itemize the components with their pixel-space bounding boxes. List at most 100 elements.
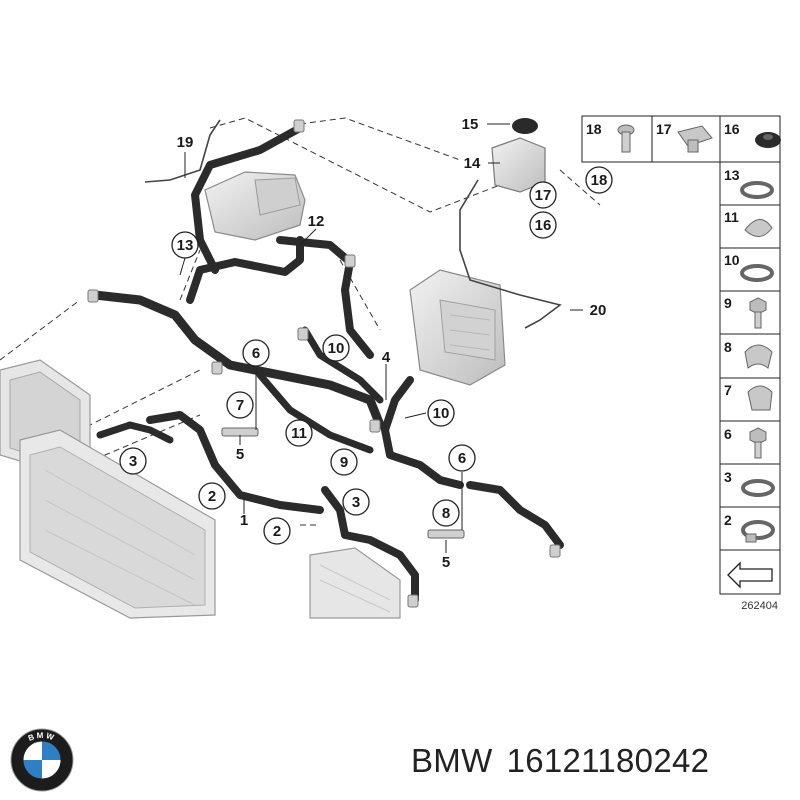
callout-4: 4 xyxy=(382,349,391,366)
panel-cell-10: 10 xyxy=(724,252,774,282)
svg-text:13: 13 xyxy=(724,167,740,183)
intercooler-upper xyxy=(204,171,306,241)
radiator-main xyxy=(19,429,216,619)
callout-5-lower: 5 xyxy=(442,554,450,571)
callouts: 19 15 14 17 16 18 12 13 20 xyxy=(119,116,613,571)
dashed-leader-lines xyxy=(0,117,601,526)
svg-text:11: 11 xyxy=(291,425,307,442)
hose-clip-icon xyxy=(744,344,773,369)
brand-name: BMW xyxy=(411,742,493,779)
screw-icon xyxy=(617,124,635,153)
svg-text:5: 5 xyxy=(442,554,450,571)
callout-13: 13 xyxy=(171,231,199,259)
svg-text:2: 2 xyxy=(273,523,281,540)
callout-2-right: 2 xyxy=(263,517,291,545)
callout-leaders xyxy=(179,123,583,553)
bmw-logo: BMW xyxy=(10,728,74,792)
callout-6-upper: 6 xyxy=(242,339,270,367)
callout-18: 18 xyxy=(585,166,613,194)
svg-text:18: 18 xyxy=(586,121,602,137)
svg-text:8: 8 xyxy=(442,505,450,522)
panel-cell-13: 13 xyxy=(724,167,774,199)
part-number: 16121180242 xyxy=(506,742,710,779)
bolt-icon xyxy=(749,427,767,459)
svg-text:5: 5 xyxy=(236,446,244,463)
hose-clamp-icon xyxy=(741,520,775,543)
svg-text:10: 10 xyxy=(433,405,450,422)
clip-nut-icon xyxy=(677,125,713,153)
radiator-bottom-right xyxy=(309,547,401,619)
callout-17: 17 xyxy=(529,181,557,209)
callout-11: 11 xyxy=(285,419,313,447)
part-caption: BMW 16121180242 xyxy=(411,742,723,780)
svg-text:13: 13 xyxy=(177,237,194,254)
svg-text:8: 8 xyxy=(724,339,732,355)
svg-text:17: 17 xyxy=(656,121,672,137)
svg-text:3: 3 xyxy=(724,469,732,485)
callout-16: 16 xyxy=(529,211,557,239)
callout-20: 20 xyxy=(590,302,607,319)
callout-7: 7 xyxy=(226,391,254,419)
panel-cell-18: 18 xyxy=(586,121,635,153)
svg-text:3: 3 xyxy=(352,494,360,511)
callout-15: 15 xyxy=(462,116,479,133)
svg-text:11: 11 xyxy=(724,209,739,225)
panel-cell-6: 6 xyxy=(724,426,767,459)
callout-10-lower: 10 xyxy=(427,399,455,427)
svg-text:10: 10 xyxy=(328,340,345,357)
svg-text:15: 15 xyxy=(462,116,479,133)
callout-8: 8 xyxy=(432,499,460,527)
callout-3-left: 3 xyxy=(119,447,147,475)
callout-12: 12 xyxy=(308,213,325,230)
panel-cell-9: 9 xyxy=(724,295,767,329)
band-clamp-icon xyxy=(740,181,774,199)
panel-cell-3: 3 xyxy=(724,469,775,497)
callout-14: 14 xyxy=(464,155,481,172)
svg-text:10: 10 xyxy=(724,252,740,268)
svg-text:6: 6 xyxy=(724,426,732,442)
callout-9: 9 xyxy=(330,448,358,476)
parts-panel: 18 17 16 xyxy=(581,115,781,612)
panel-cell-11: 11 xyxy=(724,209,773,237)
svg-text:17: 17 xyxy=(535,187,552,204)
svg-text:18: 18 xyxy=(591,172,608,189)
panel-cell-17: 17 xyxy=(656,121,713,153)
callout-3-middle: 3 xyxy=(342,488,370,516)
svg-text:6: 6 xyxy=(252,345,260,362)
svg-text:1: 1 xyxy=(240,512,248,529)
brackets xyxy=(221,427,465,539)
callout-2-left: 2 xyxy=(198,482,226,510)
callout-6-lower: 6 xyxy=(448,444,476,472)
band-clamp-icon xyxy=(740,264,774,282)
callout-10-upper: 10 xyxy=(322,334,350,362)
bleed-lines xyxy=(144,119,562,329)
svg-text:6: 6 xyxy=(458,450,466,467)
svg-text:9: 9 xyxy=(724,295,732,311)
svg-text:14: 14 xyxy=(464,155,481,172)
callout-19: 19 xyxy=(177,134,194,151)
coolant-hoses xyxy=(90,124,564,604)
svg-text:2: 2 xyxy=(724,512,732,528)
svg-text:9: 9 xyxy=(340,454,348,471)
svg-text:2: 2 xyxy=(208,488,216,505)
hose-holder-icon xyxy=(747,385,773,411)
spring-clamp-icon xyxy=(744,219,773,237)
svg-text:BMW: BMW xyxy=(27,731,57,743)
expansion-tank xyxy=(491,118,546,193)
intercooler-right xyxy=(409,269,506,386)
direction-arrow-icon xyxy=(727,561,773,589)
svg-text:19: 19 xyxy=(177,134,194,151)
bolt-icon xyxy=(749,297,767,329)
grommet-icon xyxy=(755,132,781,148)
hose-clamps xyxy=(87,119,561,608)
panel-cell-2: 2 xyxy=(724,512,775,543)
callout-1: 1 xyxy=(240,512,248,529)
panel-cell-7: 7 xyxy=(724,382,773,411)
panel-cell-arrow xyxy=(727,561,773,589)
callout-5-upper: 5 xyxy=(236,446,244,463)
panel-cell-8: 8 xyxy=(724,339,773,369)
svg-text:4: 4 xyxy=(382,349,391,366)
svg-text:16: 16 xyxy=(724,121,740,137)
svg-text:3: 3 xyxy=(129,453,137,470)
